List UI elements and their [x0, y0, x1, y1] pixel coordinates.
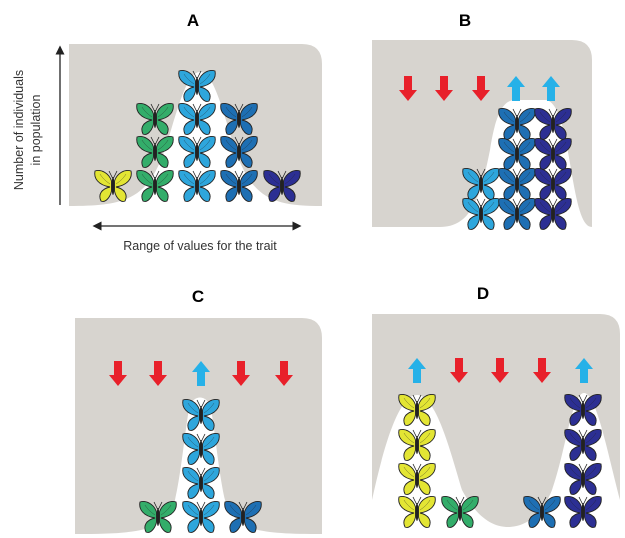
arrow-down-icon — [450, 358, 468, 383]
arrow-down-icon — [399, 76, 417, 101]
arrow-down-icon — [533, 358, 551, 383]
arrow-down-icon — [109, 361, 127, 386]
panel-a: A Number of individuals in population Ra… — [12, 11, 322, 253]
arrow-down-icon — [275, 361, 293, 386]
arrow-down-icon — [491, 358, 509, 383]
arrow-up-icon — [575, 358, 593, 383]
panel-b: B — [372, 11, 592, 230]
panel-label-d: D — [477, 284, 489, 303]
panel-label-c: C — [192, 287, 204, 306]
y-axis-label-line1: Number of individuals — [12, 70, 26, 190]
arrow-down-icon — [472, 76, 490, 101]
arrow-up-icon — [507, 76, 525, 101]
panel-c-distribution-curve — [75, 397, 322, 534]
panel-label-a: A — [187, 11, 199, 30]
arrow-up-icon — [192, 361, 210, 386]
y-axis-label-line2: in population — [29, 95, 43, 166]
panel-d: D — [372, 284, 620, 528]
panel-label-b: B — [459, 11, 471, 30]
panel-a-distribution-curve — [69, 72, 322, 206]
panel-c: C — [75, 287, 322, 534]
arrow-down-icon — [435, 76, 453, 101]
panel-b-distribution-curve — [440, 100, 592, 227]
arrow-up-icon — [542, 76, 560, 101]
arrow-down-icon — [232, 361, 250, 386]
panel-d-distribution-curve — [372, 393, 620, 527]
x-axis-label: Range of values for the trait — [123, 239, 277, 253]
arrow-up-icon — [408, 358, 426, 383]
arrow-down-icon — [149, 361, 167, 386]
